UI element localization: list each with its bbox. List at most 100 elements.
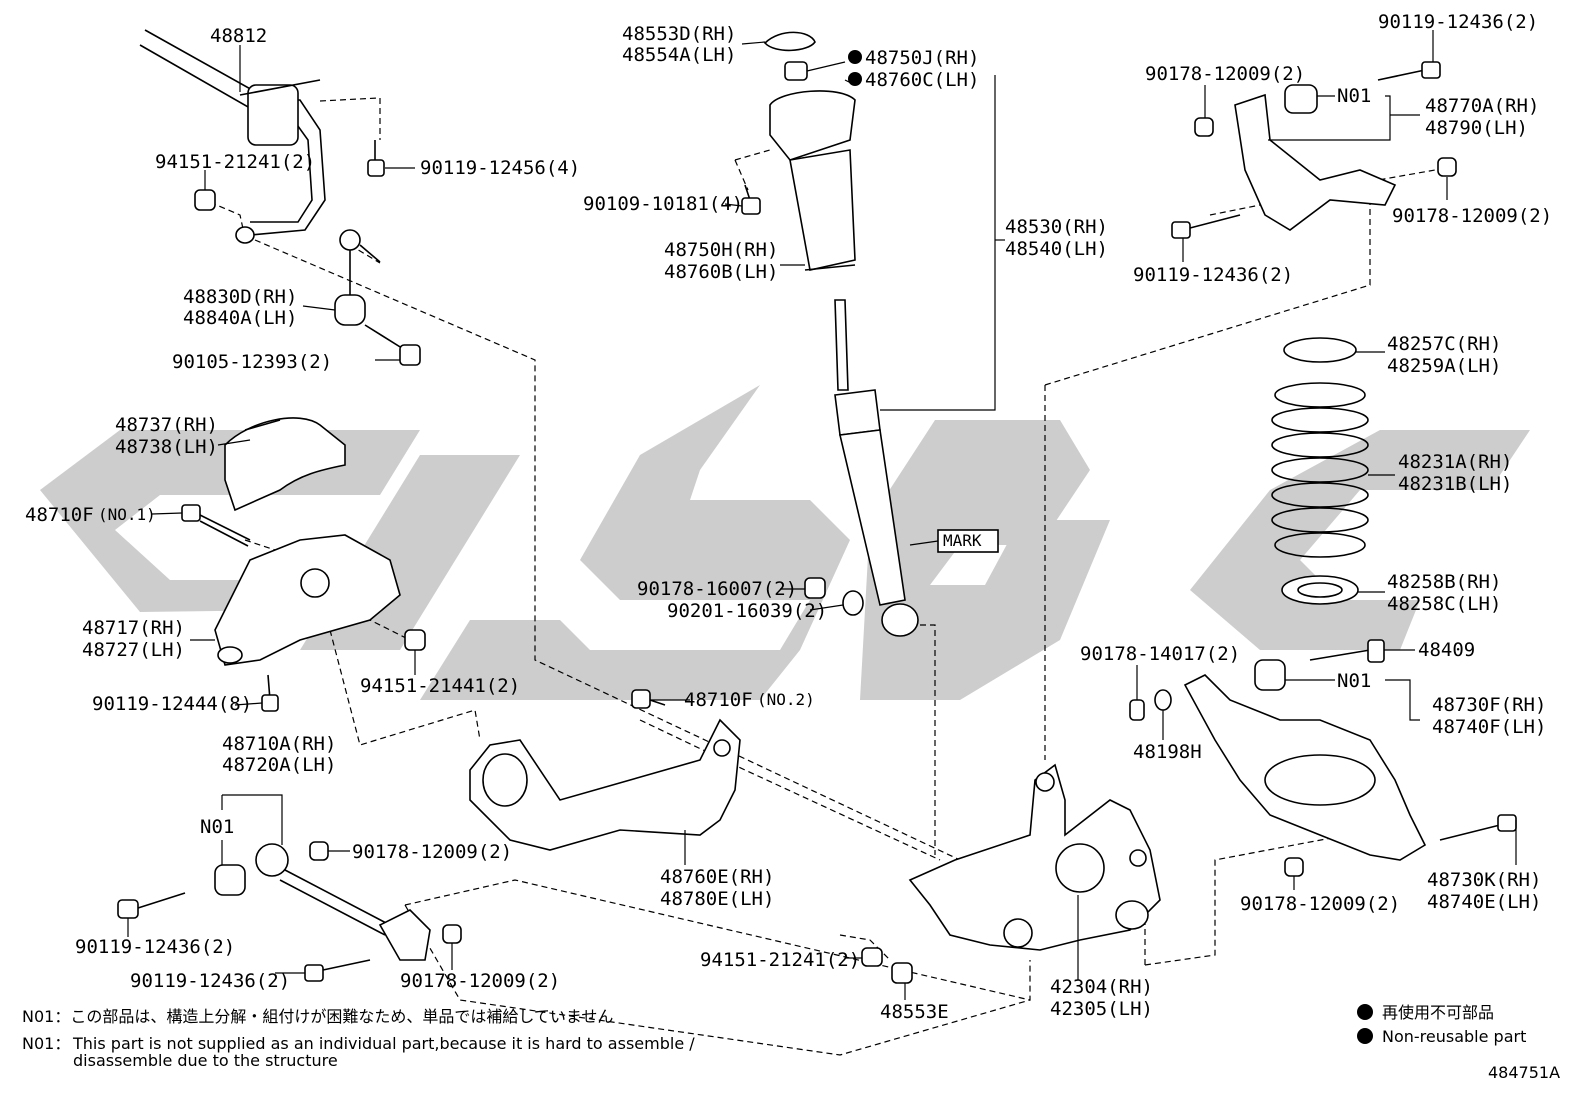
nut-90178-12009-e: [1284, 857, 1304, 877]
label-42305: 42305(LH): [1050, 998, 1153, 1020]
label-48259A: 48259A(LH): [1387, 355, 1501, 377]
lateral-link-48710A: [214, 843, 431, 961]
label-90119-12436-b: 90119-12436(2): [130, 970, 290, 992]
nut-90178-14017: [1129, 699, 1145, 721]
label-94151-21441: 94151-21441(2): [360, 675, 520, 697]
label-90178-16007: 90178-16007(2): [637, 578, 797, 600]
label-90178-12009-d: 90178-12009(2): [1392, 205, 1552, 227]
shock-absorber-48530: [834, 299, 919, 637]
label-48760C: 48760C(LH): [865, 69, 979, 91]
nut-94151-21441: [404, 629, 426, 651]
watermark-logo: [40, 385, 1530, 700]
label-48710A: 48710A(RH): [222, 733, 336, 755]
label-48530: 48530(RH): [1005, 216, 1108, 238]
label-90119-12436-a: 90119-12436(2): [75, 936, 235, 958]
bolt-48730K: [1439, 814, 1517, 841]
stabilizer-bar: [139, 29, 326, 244]
label-90178-12009-e: 90178-12009(2): [1240, 893, 1400, 915]
label-48740F: 48740F(LH): [1432, 716, 1546, 738]
label-90109-10181: 90109-10181(4): [583, 193, 743, 215]
label-48740E: 48740E(LH): [1427, 891, 1541, 913]
trailing-arm-48760E: [469, 718, 741, 851]
label-48750J: 48750J(RH): [865, 47, 979, 69]
label-48812: 48812: [210, 25, 267, 47]
leader-lines: [127, 30, 1517, 1000]
lower-arm-48730F: [1183, 659, 1427, 861]
nut-90178-12009-b: [442, 924, 462, 944]
bolt-90109-10181: [741, 184, 761, 215]
label-42304: 42304(RH): [1050, 976, 1153, 998]
non-reusable-marker-48760C: [848, 72, 862, 86]
note-japanese: N01：この部品は、構造上分解・組付けが困難なため、単品では補給していません: [22, 1007, 613, 1026]
bolt-90119-12436-b: [304, 959, 371, 982]
label-48258C: 48258C(LH): [1387, 593, 1501, 615]
legend-jp-text: 再使用不可部品: [1382, 1003, 1494, 1022]
label-90119-12456: 90119-12456(4): [420, 157, 580, 179]
label-48738: 48738(LH): [115, 436, 218, 458]
coil-spring-48231A: [1271, 382, 1369, 558]
legend-en-text: Non-reusable part: [1382, 1027, 1526, 1046]
label-48760B: 48760B(LH): [664, 261, 778, 283]
bolt-48409: [1309, 639, 1385, 663]
label-90201-16039: 90201-16039(2): [667, 600, 827, 622]
label-90119-12436-c: 90119-12436(2): [1133, 264, 1293, 286]
label-90178-12009-b: 90178-12009(2): [400, 970, 560, 992]
label-48790: 48790(LH): [1425, 117, 1528, 139]
label-48750H: 48750H(RH): [664, 239, 778, 261]
mark-callout: [909, 529, 999, 553]
washer-90201-16039: [842, 590, 864, 616]
label-90178-12009-a: 90178-12009(2): [352, 841, 512, 863]
upper-arm-48770A: [1234, 84, 1397, 231]
label-48840A: 48840A(LH): [183, 307, 297, 329]
label-48720A: 48720A(LH): [222, 754, 336, 776]
bolt-48710F-no1: [181, 504, 251, 547]
bracket-48717: [214, 534, 401, 666]
bolt-90119-12436-top: [1377, 61, 1441, 81]
bolt-90119-12444: [261, 674, 279, 712]
bolt-90105-12393: [364, 324, 421, 366]
legend-marker-en: [1357, 1028, 1373, 1044]
label-94151-21241: 94151-21241(2): [155, 151, 315, 173]
nut-90178-16007: [804, 577, 826, 599]
label-48409: 48409: [1418, 639, 1475, 661]
label-48730F: 48730F(RH): [1432, 694, 1546, 716]
label-48257C: 48257C(RH): [1387, 333, 1501, 355]
cap-48553D: [763, 31, 816, 52]
label-48730K: 48730K(RH): [1427, 869, 1541, 891]
bolt-90119-12436-a: [117, 892, 186, 919]
label-n01-left: N01: [200, 816, 234, 838]
label-48717: 48717(RH): [82, 617, 185, 639]
legend-marker-jp: [1357, 1004, 1373, 1020]
non-reusable-marker-48750J: [848, 50, 862, 64]
label-48770A: 48770A(RH): [1425, 95, 1539, 117]
label-48710F-no2-suffix: (NO.2): [757, 690, 815, 709]
label-90178-12009-c: 90178-12009(2): [1145, 63, 1305, 85]
label-48554A: 48554A(LH): [622, 44, 736, 66]
nut-94151-21241: [194, 189, 216, 211]
label-90119-12444: 90119-12444(8): [92, 693, 252, 715]
label-94151-21241-b: 94151-21241(2): [700, 949, 860, 971]
label-48760E: 48760E(RH): [660, 866, 774, 888]
bolt-90119-12436-c: [1171, 214, 1241, 239]
label-48231A: 48231A(RH): [1398, 451, 1512, 473]
label-48830D: 48830D(RH): [183, 286, 297, 308]
bolt-48710F-no2: [631, 689, 666, 709]
label-90105-12393: 90105-12393(2): [172, 351, 332, 373]
nut-90178-12009-d: [1437, 157, 1457, 177]
label-48553E: 48553E: [880, 1001, 949, 1023]
label-48710F-no1: 48710F: [25, 504, 94, 526]
label-48780E: 48780E(LH): [660, 888, 774, 910]
nut-90178-12009-c: [1194, 117, 1214, 137]
cover-48737: [224, 417, 346, 512]
label-48727: 48727(LH): [82, 639, 185, 661]
nut-48750J: [784, 61, 808, 81]
label-48540: 48540(LH): [1005, 238, 1108, 260]
label-48198H: 48198H: [1133, 741, 1202, 763]
note-english-label: N01：: [22, 1034, 70, 1053]
label-48710F-no2: 48710F: [684, 689, 753, 711]
label-90119-12436-top: 90119-12436(2): [1378, 11, 1538, 33]
washer-48198H: [1154, 689, 1172, 711]
assembly-guide-lines: [204, 97, 1436, 1056]
label-48737: 48737(RH): [115, 414, 218, 436]
